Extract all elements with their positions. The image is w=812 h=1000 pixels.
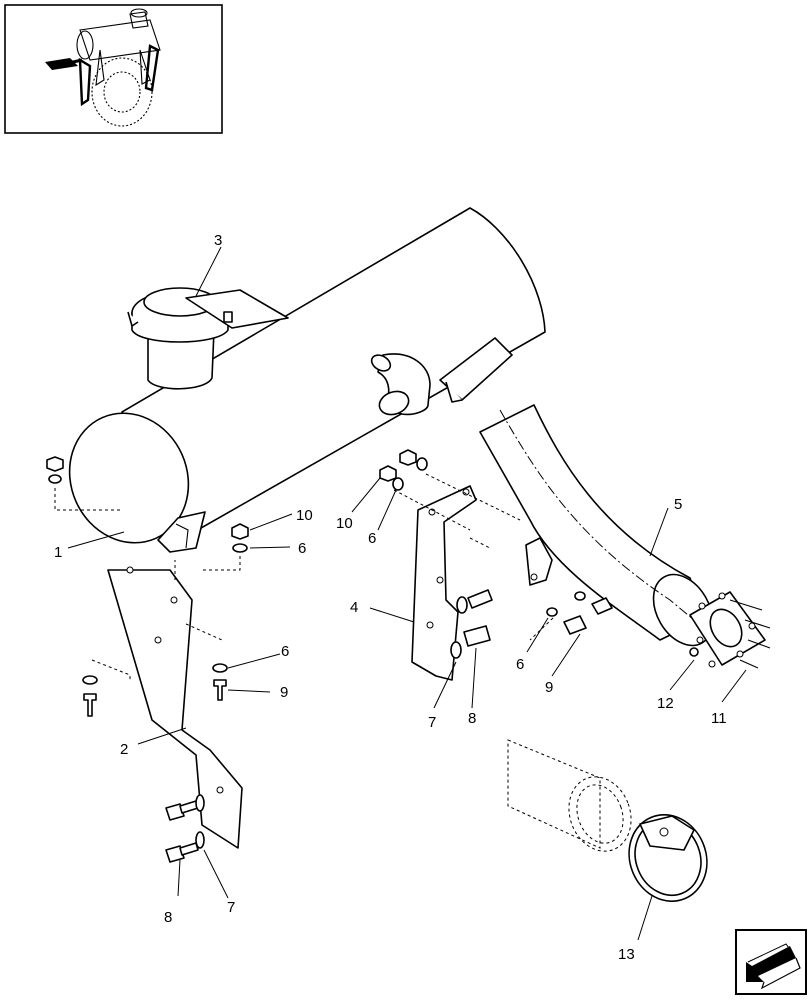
leader-lines bbox=[67, 246, 747, 941]
engine-location-thumbnail[interactable] bbox=[4, 4, 223, 134]
callout-6-lower-left: 6 bbox=[281, 643, 289, 660]
assembly-dash-lines bbox=[54, 473, 554, 680]
washer-6-left[interactable] bbox=[232, 543, 248, 553]
callout-8-bottom: 8 bbox=[164, 909, 172, 926]
callout-8-mid: 8 bbox=[468, 710, 476, 727]
hex-nut-10-left[interactable] bbox=[231, 523, 249, 540]
exhaust-pipe[interactable] bbox=[479, 404, 725, 656]
callout-6-mid: 6 bbox=[368, 530, 376, 547]
previous-page-arrow-icon[interactable] bbox=[735, 929, 807, 995]
callouts: 3 1 10 6 10 6 5 4 6 9 6 9 12 11 7 8 2 8 … bbox=[54, 232, 727, 963]
pipe-bolts-9[interactable] bbox=[546, 591, 613, 635]
callout-5: 5 bbox=[674, 496, 682, 513]
muffler-bracket[interactable] bbox=[107, 566, 243, 849]
callout-6-left: 6 bbox=[298, 540, 306, 557]
hex-nut-left[interactable] bbox=[46, 456, 64, 484]
callout-9-left: 9 bbox=[280, 684, 288, 701]
callout-9-right: 9 bbox=[545, 679, 553, 696]
callout-10-mid: 10 bbox=[336, 515, 353, 532]
callout-10-left: 10 bbox=[296, 507, 313, 524]
bolt-9-left[interactable] bbox=[213, 679, 227, 701]
callout-2: 2 bbox=[120, 741, 128, 758]
rain-cap[interactable] bbox=[127, 287, 289, 390]
left-washer-lower[interactable] bbox=[82, 675, 98, 685]
nuts-10-bracket[interactable] bbox=[379, 449, 428, 491]
hose-coupler[interactable] bbox=[507, 739, 641, 860]
hose-clamp[interactable] bbox=[616, 803, 719, 913]
washer-6-mid[interactable] bbox=[212, 663, 228, 673]
callout-1: 1 bbox=[54, 544, 62, 561]
callout-12: 12 bbox=[657, 695, 674, 712]
callout-4: 4 bbox=[350, 599, 358, 616]
muffler[interactable] bbox=[49, 207, 546, 562]
callout-3: 3 bbox=[214, 232, 222, 249]
bolts-8-bottom-left[interactable] bbox=[165, 794, 205, 863]
bracket-bolts-8[interactable] bbox=[450, 589, 493, 659]
left-bolt-lower[interactable] bbox=[83, 693, 97, 717]
callout-7-bottom: 7 bbox=[227, 899, 235, 916]
pipe-bracket[interactable] bbox=[411, 485, 477, 681]
flange-studs[interactable] bbox=[689, 599, 771, 669]
callout-11: 11 bbox=[711, 710, 727, 727]
pipe-flange[interactable] bbox=[689, 591, 766, 668]
callout-7-mid: 7 bbox=[428, 714, 436, 731]
callout-6-right: 6 bbox=[516, 656, 524, 673]
callout-13: 13 bbox=[618, 946, 635, 963]
